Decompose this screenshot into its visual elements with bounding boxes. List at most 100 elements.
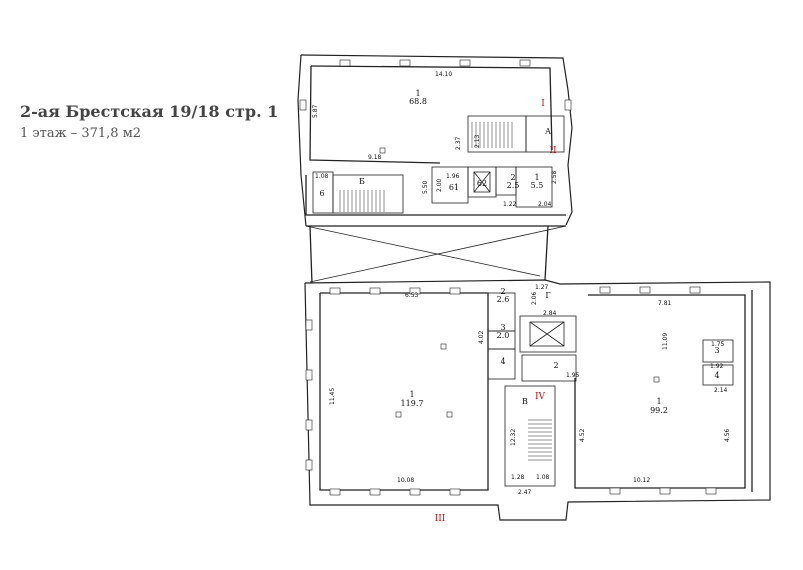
- stair-a-steps: [471, 122, 513, 148]
- room-label: 1: [415, 89, 420, 98]
- dimension-label: 4.02: [478, 330, 485, 344]
- room-area: 2.6: [497, 295, 510, 304]
- dimension-label: 2.04: [538, 201, 552, 208]
- room-label: 4: [500, 357, 505, 366]
- stair-v-steps: [528, 419, 552, 461]
- room-label: 1: [409, 390, 414, 399]
- dimension-label: 5.87: [312, 104, 319, 118]
- passage-right: [544, 225, 549, 281]
- dimension-label: 12.32: [510, 429, 517, 446]
- room-area: 5.5: [531, 181, 544, 190]
- stair-v-box: [504, 385, 556, 487]
- dimension-label: 6.53: [405, 292, 419, 299]
- dimension-label: 1.08: [536, 474, 550, 481]
- dimension-labels: 14.10 5.87 9.18 2.37 2.13 1.08 5.50 1.96…: [312, 71, 731, 496]
- room-6-box: [312, 171, 334, 214]
- section-mark: II: [549, 146, 557, 156]
- room-area: 68.8: [409, 97, 427, 106]
- passage-left: [309, 225, 313, 285]
- section-mark: I: [541, 99, 545, 109]
- upper-inner-wall: [310, 65, 553, 151]
- elevator-lower: [529, 321, 565, 347]
- dimension-label: 1.96: [446, 173, 460, 180]
- dimension-label: 2.00: [436, 178, 443, 192]
- page-subtitle: 1 этаж – 371,8 м2: [20, 126, 142, 141]
- room-area: 2.5: [507, 181, 520, 190]
- dimension-label: 14.10: [435, 71, 452, 78]
- dimension-label: 10.12: [633, 477, 650, 484]
- room-label: 62: [477, 179, 487, 188]
- room-label: В: [522, 397, 528, 406]
- dimension-label: 2.13: [474, 134, 481, 148]
- room-label: 1: [534, 173, 539, 182]
- room-label: 4: [714, 371, 719, 380]
- dimension-label: 10.08: [397, 477, 414, 484]
- window-marks: [299, 59, 717, 496]
- dimension-label: 11.09: [662, 333, 669, 350]
- room-99-walls: [574, 294, 746, 489]
- dimension-label: 2.84: [543, 310, 557, 317]
- room-label: 6: [319, 189, 324, 198]
- passage-diagonal-2: [309, 225, 567, 283]
- dimension-label: 4.56: [724, 428, 731, 442]
- upper-wing: [297, 54, 573, 227]
- room-label: 2: [510, 173, 515, 182]
- upper-outer-wall-left: [297, 54, 307, 227]
- upper-outer-wall-right: [300, 54, 573, 226]
- dimension-label: 2.58: [551, 170, 558, 184]
- dimension-label: 5.50: [422, 180, 429, 194]
- elevator-upper-x2: [473, 171, 491, 193]
- room-4-right-box: [702, 364, 734, 386]
- room-area: 119.7: [401, 399, 424, 408]
- page-title: 2-ая Брестская 19/18 стр. 1: [20, 102, 279, 121]
- section-mark: IV: [535, 392, 546, 402]
- dimension-label: 2.06: [531, 291, 538, 305]
- room-2-lower-box: [521, 354, 577, 382]
- dimension-label: 1.95: [566, 372, 580, 379]
- dimension-label: 2.47: [518, 489, 532, 496]
- column-markers: [379, 147, 660, 418]
- upper-bottom-wall: [305, 175, 566, 216]
- room-labels: 1 68.8 А Б 6 61 62 2 2.5 1 5.5 2 2.6 Г 3…: [319, 89, 719, 415]
- room-a-box: [525, 115, 565, 153]
- room-label: 3: [714, 346, 719, 355]
- lower-wing: [299, 59, 771, 521]
- lower-outer-wall: [304, 279, 771, 521]
- passage-diagonal-1: [305, 225, 541, 277]
- room-label: Г: [545, 291, 550, 300]
- room-1-upper-box: [515, 166, 553, 208]
- dimension-label: 11.45: [329, 388, 336, 405]
- dimension-label: 1.27: [535, 284, 549, 291]
- room-label: Б: [359, 177, 365, 186]
- room-area: 2.0: [497, 331, 510, 340]
- room-119-walls: [319, 292, 489, 491]
- dimension-label: 1.08: [315, 173, 329, 180]
- room-label: А: [545, 127, 551, 136]
- dimension-label: 1.22: [503, 201, 517, 208]
- dimension-label: 2.37: [455, 136, 462, 150]
- section-mark: III: [435, 514, 446, 524]
- dimension-label: 9.18: [368, 154, 382, 161]
- dimension-label: 7.81: [658, 300, 672, 307]
- room-label: 2: [553, 361, 558, 370]
- elevator-upper: [473, 171, 491, 193]
- room-label: 3: [500, 323, 505, 332]
- room-3-right-box: [702, 339, 734, 363]
- upper-inner-wall-left: [309, 65, 441, 164]
- stair-b-steps: [339, 190, 385, 212]
- room-label: 2: [500, 287, 505, 296]
- dimension-label: 1.75: [711, 341, 725, 348]
- section-marks: I II III IV: [435, 99, 557, 524]
- dimension-label: 1.28: [511, 474, 525, 481]
- elevator-lower-x2: [529, 321, 565, 347]
- passage: [305, 225, 567, 285]
- room-4-box: [487, 348, 516, 380]
- room-label: 1: [656, 397, 661, 406]
- room-label: 61: [449, 183, 459, 192]
- dimension-label: 1.92: [710, 363, 724, 370]
- dimension-label: 4.52: [579, 428, 586, 442]
- dimension-label: 2.14: [714, 387, 728, 394]
- elevator-lower-hall: [519, 315, 577, 353]
- room-area: 99.2: [650, 406, 668, 415]
